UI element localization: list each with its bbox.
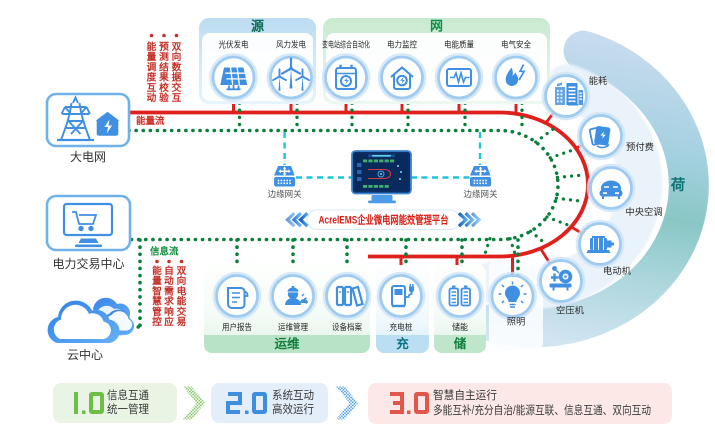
svg-text:变电站综合自动化: 变电站综合自动化 [322, 39, 370, 50]
svg-text:储能: 储能 [452, 321, 468, 332]
svg-text:充电桩: 充电桩 [390, 321, 413, 332]
svg-text:能量智慧管控: 能量智慧管控 [152, 264, 162, 328]
svg-text:空压机: 空压机 [556, 305, 585, 316]
svg-text:电力交易中心: 电力交易中心 [52, 256, 124, 271]
svg-text:自动需求响应: 自动需求响应 [164, 264, 174, 328]
svg-text:双向电能交易: 双向电能交易 [177, 265, 187, 328]
svg-text:能量调度互动: 能量调度互动 [147, 40, 157, 104]
svg-text:边缘网关: 边缘网关 [463, 189, 498, 199]
svg-text:网: 网 [430, 19, 443, 34]
svg-text:储: 储 [453, 336, 467, 351]
svg-text:光伏发电: 光伏发电 [219, 39, 249, 50]
svg-text:多能互补/充分自治/能源互联、信息互通、双向互动: 多能互补/充分自治/能源互联、信息互通、双向互动 [433, 403, 651, 417]
svg-text:风力发电: 风力发电 [276, 39, 306, 50]
svg-text:预付费: 预付费 [626, 141, 654, 152]
svg-text:充: 充 [396, 336, 409, 351]
svg-text:源: 源 [251, 19, 264, 34]
svg-text:高效运行: 高效运行 [272, 402, 314, 416]
svg-text:能耗: 能耗 [589, 75, 608, 86]
svg-text:信息互通: 信息互通 [107, 388, 149, 402]
svg-text:电力监控: 电力监控 [387, 39, 417, 50]
svg-text:电能质量: 电能质量 [444, 39, 474, 50]
svg-text:大电网: 大电网 [70, 150, 106, 164]
svg-text:信息流: 信息流 [150, 246, 179, 258]
svg-text:用户报告: 用户报告 [222, 321, 252, 332]
svg-text:边缘网关: 边缘网关 [268, 189, 303, 199]
svg-text:统一管理: 统一管理 [107, 402, 149, 416]
svg-text:AcrelEMS企业微电网能效管理平台: AcrelEMS企业微电网能效管理平台 [319, 213, 449, 227]
svg-text:预测结果校验: 预测结果校验 [158, 41, 169, 104]
svg-text:设备档案: 设备档案 [332, 321, 362, 332]
svg-text:智慧自主运行: 智慧自主运行 [433, 388, 497, 402]
svg-text:系统互动: 系统互动 [272, 389, 314, 402]
svg-text:电动机: 电动机 [603, 265, 632, 276]
svg-text:照明: 照明 [507, 317, 526, 327]
svg-text:运维: 运维 [274, 336, 300, 351]
svg-text:中央空调: 中央空调 [625, 206, 662, 217]
svg-text:荷: 荷 [671, 176, 686, 194]
svg-text:电气安全: 电气安全 [501, 39, 531, 50]
svg-text:能量流: 能量流 [136, 115, 165, 127]
svg-text:云中心: 云中心 [67, 347, 103, 362]
svg-text:运维管理: 运维管理 [278, 321, 308, 332]
svg-text:双向数据交互: 双向数据交互 [172, 41, 182, 104]
